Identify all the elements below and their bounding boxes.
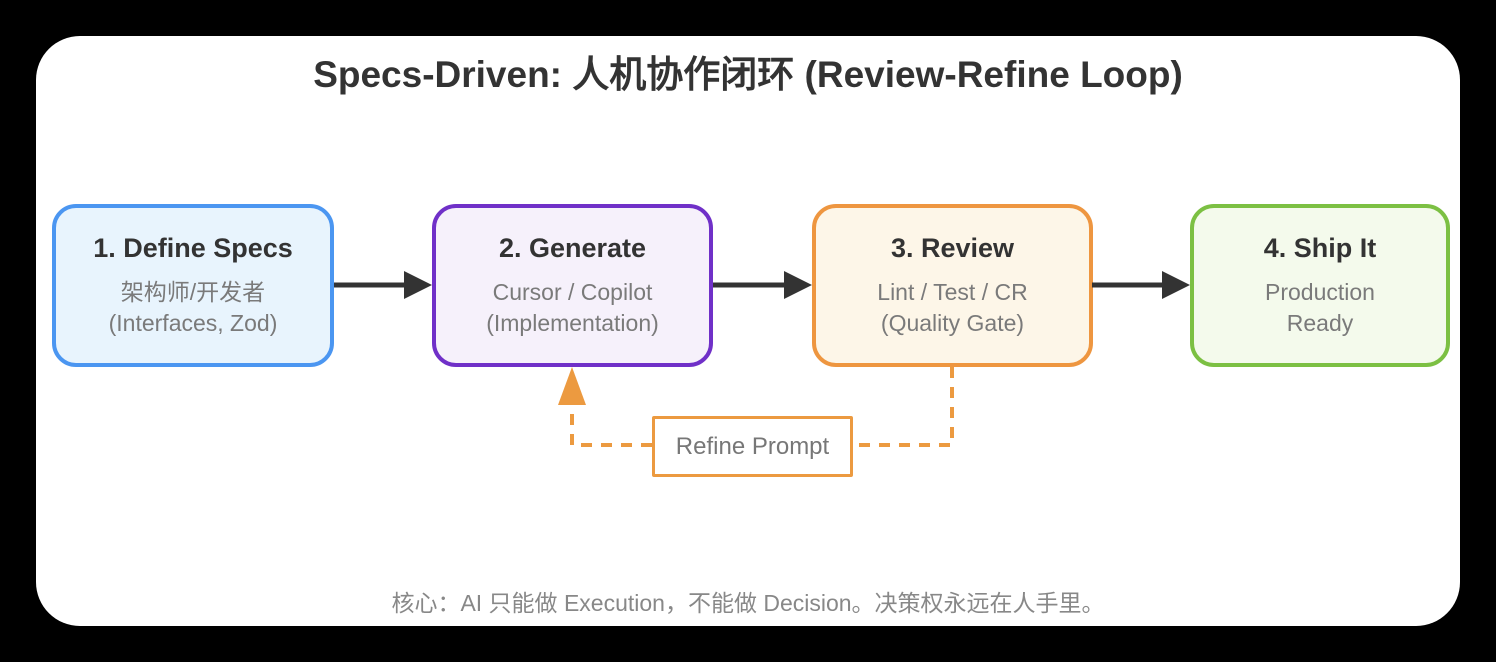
step-subtitle-line1: Production <box>1265 278 1375 305</box>
step-heading: 1. Define Specs <box>93 232 293 263</box>
bottom-caption: 核心：AI 只能做 Execution，不能做 Decision。决策权永远在人… <box>391 590 1105 616</box>
feedback-arrowhead-icon <box>558 367 586 405</box>
step-subtitle-line1: 架构师/开发者 <box>120 278 266 305</box>
step-subtitle-line2: (Implementation) <box>486 309 659 336</box>
arrowhead-icon <box>404 271 432 299</box>
step-box-ship-it: 4. Ship It Production Ready <box>1190 204 1450 367</box>
step-box-define-specs: 1. Define Specs 架构师/开发者 (Interfaces, Zod… <box>52 204 334 367</box>
step-box-review: 3. Review Lint / Test / CR (Quality Gate… <box>812 204 1093 367</box>
step-subtitle-line1: Lint / Test / CR <box>877 278 1028 305</box>
step-heading: 4. Ship It <box>1263 232 1377 263</box>
step-subtitle: Cursor / Copilot (Implementation) <box>486 277 659 339</box>
flow-arrow-1-to-2 <box>334 271 432 299</box>
flow-arrow-2-to-3 <box>713 271 812 299</box>
step-subtitle: Production Ready <box>1265 277 1375 339</box>
step-box-generate: 2. Generate Cursor / Copilot (Implementa… <box>432 204 713 367</box>
refine-prompt-box: Refine Prompt <box>652 416 853 477</box>
arrowhead-icon <box>1162 271 1190 299</box>
diagram-title: Specs-Driven: 人机协作闭环 (Review-Refine Loop… <box>313 54 1183 95</box>
refine-prompt-label: Refine Prompt <box>675 432 830 460</box>
step-subtitle-line2: (Interfaces, Zod) <box>108 309 278 336</box>
diagram-card: Specs-Driven: 人机协作闭环 (Review-Refine Loop… <box>36 36 1460 626</box>
step-subtitle-line1: Cursor / Copilot <box>492 278 653 305</box>
step-subtitle: Lint / Test / CR (Quality Gate) <box>877 277 1027 339</box>
step-heading: 2. Generate <box>498 232 647 263</box>
step-subtitle-line2: Ready <box>1286 309 1354 336</box>
step-subtitle: 架构师/开发者 (Interfaces, Zod) <box>109 277 278 339</box>
flow-arrow-3-to-4 <box>1092 271 1190 299</box>
arrowhead-icon <box>784 271 812 299</box>
step-subtitle-line2: (Quality Gate) <box>880 309 1025 336</box>
step-heading: 3. Review <box>890 232 1015 263</box>
